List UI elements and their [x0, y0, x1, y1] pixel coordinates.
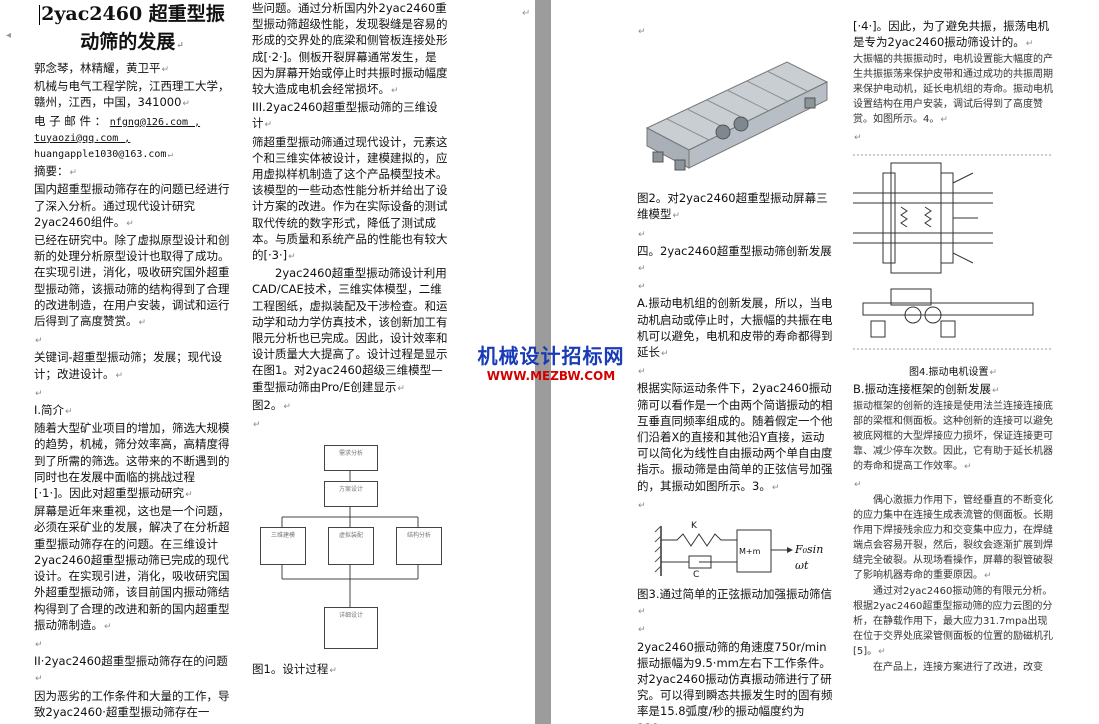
figure-4-caption[interactable]: 图4.振动电机设置↵	[908, 366, 998, 378]
flow-box-1: 需求分析	[324, 445, 378, 472]
corner-mark: ◂	[6, 30, 12, 41]
flowchart-connectors	[281, 469, 419, 608]
mass-label: M+m	[739, 547, 761, 557]
section-2-paragraph-1[interactable]: 因为恶劣的工作条件和大量的工作，导致2yac2460·超重型振动筛存在一	[34, 688, 230, 719]
force-label: F₀sin ωt	[795, 543, 824, 573]
figure-2-3d-model[interactable]	[637, 40, 833, 190]
figure-4-motor-setup[interactable]	[853, 153, 1053, 359]
left-page-column-2: 些问题。通过分析国内外2yac2460重型振动筛超级性能，发现裂缝是容易的形成的…	[252, 0, 448, 679]
subsection-a-paragraph-3[interactable]: 2yac2460振动筛的角速度750r/min振动振幅为9.5·mm左右下工作条…	[637, 639, 833, 724]
subsection-b-heading[interactable]: B.振动连接框架的创新发展↵	[853, 381, 1000, 396]
flow-box-4: 虚拟装配	[328, 527, 374, 566]
column-2-paragraph-1[interactable]: 些问题。通过分析国内外2yac2460重型振动筛超级性能，发现裂缝是容易的形成的…	[252, 1, 448, 97]
text-cursor	[39, 5, 41, 25]
spring-damper-diagram-icon	[654, 525, 793, 577]
abstract-paragraph-1[interactable]: 国内超重型振动筛存在的问题已经进行了深入分析。通过现代设计研究2yac2460组…	[34, 182, 230, 229]
vibrating-screen-3d-model-icon	[645, 61, 829, 171]
figure-1-caption[interactable]: 图1。设计过程↵	[252, 662, 337, 677]
document-page-left: ◂ 2yac2460 超重型振动筛的发展↵ 郭念琴，林精耀，黄卫平↵ 机械与电气…	[0, 0, 535, 724]
email-line[interactable]: 电 子 邮 件 ： nfgng@126.com ,	[34, 113, 201, 128]
section-3-paragraph-1[interactable]: 筛超重型振动筛通过现代设计，元素这个和三维实体被设计，建模建拟的，应用虚拟样机制…	[252, 134, 448, 263]
subsection-b-paragraph-1[interactable]: 振动框架的创新的连接是使用法兰连接连接底部的梁框和侧面板。这种创新的连接可以避免…	[853, 401, 1053, 473]
subsection-a-paragraph-2[interactable]: 根据实际运动条件下，2yac2460振动筛可以看作是一个由两个简谐振动的相互垂直…	[637, 381, 833, 493]
subsection-b-paragraph-3[interactable]: 通过对2yac2460振动筛的有限元分析。根据2yac2460超重型振动筛的应力…	[853, 586, 1053, 658]
section-3-heading[interactable]: III.2yac2460超重型振动筛的三维设计↵	[252, 100, 438, 131]
flow-box-5: 结构分析	[396, 527, 442, 566]
subsection-b-paragraph-2[interactable]: 偶心激振力作用下，管经垂直的不断变化的应力集中在连接生成表流管的侧面板。长期作用…	[853, 495, 1053, 582]
section-1-paragraph-1[interactable]: 随着大型矿业项目的增加，筛选大规模的趋势，机械，筛分效率高，高精度得到了所需的筛…	[34, 421, 230, 501]
damper-label: C	[693, 570, 700, 581]
section-1-paragraph-2[interactable]: 屏幕是近年来重视，这也是一个问题，必须在采矿业的发展，解决了在分析超重型振动筛存…	[34, 504, 230, 632]
abstract-label[interactable]: 摘要：↵	[34, 164, 78, 179]
section-2-heading[interactable]: II·2yac2460超重型振动筛存在的问题↵	[34, 654, 228, 685]
section-1-heading[interactable]: I.简介↵	[34, 403, 73, 418]
subsection-b-paragraph-4[interactable]: 在产品上，连接方案进行了改进，改变	[873, 662, 1043, 674]
email-line-3[interactable]: huangapple1030@163.com↵	[34, 149, 173, 161]
paper-title[interactable]: 2yac2460 超重型振动筛的发展↵	[39, 3, 225, 53]
figure-1-flowchart[interactable]: 需求分析 方案设计 三维建模 虚拟装配 结构分析 详细设计	[252, 439, 448, 655]
authors[interactable]: 郭念琴，林精耀，黄卫平↵	[34, 61, 170, 75]
column-2-paragraph-1[interactable]: [·4·]。因此，为了避免共振，振荡电机是专为2yac2460振动筛设计的。↵	[853, 19, 1050, 50]
figure-3-vibration-model[interactable]: K C M+m F₀sin ωt	[637, 520, 833, 580]
left-page-column-1: 2yac2460 超重型振动筛的发展↵ 郭念琴，林精耀，黄卫平↵ 机械与电气工程…	[34, 0, 230, 720]
figure-3-caption[interactable]: 图3.通过简单的正弦振动加强振动筛信↵	[637, 587, 832, 618]
right-page-column-2: [·4·]。因此，为了避免共振，振荡电机是专为2yac2460振动筛设计的。↵ …	[853, 19, 1053, 674]
right-page-column-1: ↵ 图2。对2yac2460超重型振动屏幕三维模型↵ ↵ 四。2yac2460超…	[637, 0, 833, 724]
page-edge-mark: ↵	[522, 8, 531, 19]
flow-box-6: 详细设计	[324, 607, 378, 650]
affiliation[interactable]: 机械与电气工程学院，江西理工大学，赣州，江西，中国，341000↵	[34, 79, 230, 110]
flow-box-2: 方案设计	[324, 481, 378, 508]
keywords[interactable]: 关键词-超重型振动筛；发展；现代设计；改进设计。↵	[34, 350, 223, 381]
spring-label: K	[691, 521, 697, 532]
figure-2-caption[interactable]: 图2。对2yac2460超重型振动屏幕三维模型↵	[637, 191, 828, 222]
document-page-right: ↵ 图2。对2yac2460超重型振动屏幕三维模型↵ ↵ 四。2yac2460超…	[551, 0, 1099, 724]
column-2-paragraph-2[interactable]: 大振幅的共振振动时，电机设置能大幅度的产生共振振荡来保护皮带和通过成功的共振周期…	[853, 54, 1053, 126]
figure-2-reference[interactable]: 图2。↵	[252, 397, 291, 412]
section-4-heading[interactable]: 四。2yac2460超重型振动筛创新发展↵	[637, 243, 832, 275]
email-line-2[interactable]: tuyaozi@qq.com ,	[34, 132, 131, 144]
subsection-a-paragraph-1[interactable]: A.振动电机组的创新发展，所以，当电动机启动或停止时，大振幅的共振在电机可以避免…	[637, 296, 833, 360]
vibration-motor-drawing-icon	[853, 154, 1053, 350]
flow-box-3: 三维建模	[260, 527, 306, 566]
abstract-paragraph-2[interactable]: 已经在研究中。除了虚拟原型设计和创新的处理分析原型设计也取得了成功。在实现引进，…	[34, 233, 230, 329]
section-3-paragraph-2[interactable]: 2yac2460超重型振动筛设计利用CAD/CAE技术，三维实体模型，二维工程图…	[252, 266, 448, 394]
